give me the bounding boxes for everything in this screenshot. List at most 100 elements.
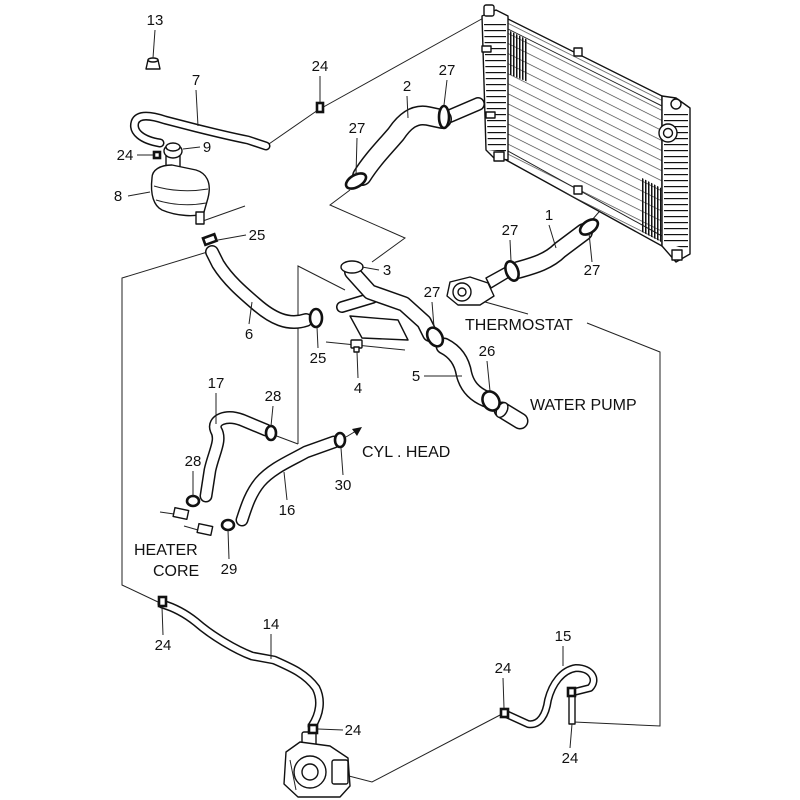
coolant-pipe-3 [336,260,438,342]
hose-clamp [499,707,510,719]
leader-line [317,728,344,731]
callout-26: 26 [479,343,496,360]
reservoir-cap [163,142,183,159]
callout-24-throttle: 24 [345,722,362,739]
leader-line [316,326,319,349]
text-labels: THERMOSTAT WATER PUMP CYL . HEAD HEATER … [134,317,637,580]
callout-6: 6 [245,326,253,343]
radiator-left-tank-ridges [484,24,506,152]
pipe-fill [337,293,377,312]
leader-line [355,137,358,176]
callout-27-top: 27 [439,62,456,79]
bolt-shank [353,346,360,353]
callout-27-pipe3: 27 [424,284,441,301]
throttle-body [283,731,351,798]
leader-line [248,301,253,325]
hose-clamp [264,424,278,442]
callout-27-hose1-left: 27 [502,222,519,239]
assembly-line [329,189,406,263]
leader-line [195,89,199,127]
radiator-fins-left [508,30,528,82]
hose-2 [352,105,452,186]
heater-core-label-line1: HEATER [134,542,198,559]
callout-25-top: 25 [249,227,266,244]
hose-clamp [307,723,319,735]
leader-line [356,351,359,379]
hose-clamp [308,307,324,329]
callout-28-upper: 28 [265,388,282,405]
leader-line [152,29,156,59]
cyl-head-arrow [345,427,362,438]
callout-numbers: 13 7 24 2 27 27 24 9 8 25 1 27 27 3 27 6… [114,12,601,767]
hose-clamp [437,104,451,130]
leader-line [569,723,573,749]
callout-13: 13 [147,12,164,29]
pipe-fill [345,265,437,341]
leader-line [588,232,593,263]
radiator-mount-pin [481,45,492,53]
radiator-foot [493,151,505,162]
leader-line [127,191,151,197]
radiator-core-edge [505,27,663,107]
callout-24-reservoir: 24 [117,147,134,164]
hose-clamp [333,431,347,449]
heater-core-label-line2: CORE [153,563,199,580]
assembly-line [159,511,175,515]
leader-line [227,529,230,560]
hose-clamp [425,326,445,348]
cyl-head-label: CYL . HEAD [362,444,450,461]
callout-27-hose2: 27 [349,120,366,137]
radiator-inlet-pipe [443,97,485,123]
hose-6 [205,245,313,329]
callout-15: 15 [555,628,572,645]
thermostat-label: THERMOSTAT [465,317,573,334]
callout-28-lower: 28 [185,453,202,470]
callout-24-top: 24 [312,58,329,75]
hose-clamp [566,686,577,698]
hose-clamp [220,518,236,532]
leader-line [443,79,448,106]
throttle-plate [301,763,319,781]
leader-line [340,447,344,476]
hose-fill [353,106,451,185]
radiator [481,4,691,263]
radiator-fins-right [642,178,661,242]
callout-1: 1 [545,207,553,224]
hose-fill [159,601,323,729]
hose-14 [157,599,324,731]
leader-line [217,234,247,241]
callout-2: 2 [403,78,411,95]
callout-4: 4 [354,380,362,397]
leader-line [486,360,491,392]
leader-line [270,405,274,427]
cap-top [165,142,181,152]
hose-clamp [201,232,219,247]
leader-line [283,471,288,501]
callout-5: 5 [412,368,420,385]
hose-fill [503,665,596,727]
radiator-core-edge [505,149,663,237]
hose-fill [131,113,269,149]
pipe-flange [340,260,364,274]
coolant-reservoir [150,155,210,225]
callout-14: 14 [263,616,280,633]
hose-clamp [315,101,325,114]
radiator-bracket [573,47,583,57]
hose-fill [201,412,271,501]
callout-3: 3 [383,262,391,279]
heater-core-pipe [196,522,214,537]
radiator-outlet-bore [662,127,674,139]
radiator-filler-neck [483,4,495,17]
hose-fill [237,437,339,525]
radiator-core-tubes [506,18,662,246]
hose-16 [235,435,341,527]
hose-clamp [504,260,520,282]
leader-line [161,606,164,636]
pipe-bracket [349,315,409,341]
radiator-bracket [573,185,583,195]
throttle-body-flange [331,759,349,785]
callout-27-hose1-right: 27 [584,262,601,279]
hose-clamp [344,172,368,190]
arrow-head [352,427,362,436]
assembly-line [325,341,406,351]
